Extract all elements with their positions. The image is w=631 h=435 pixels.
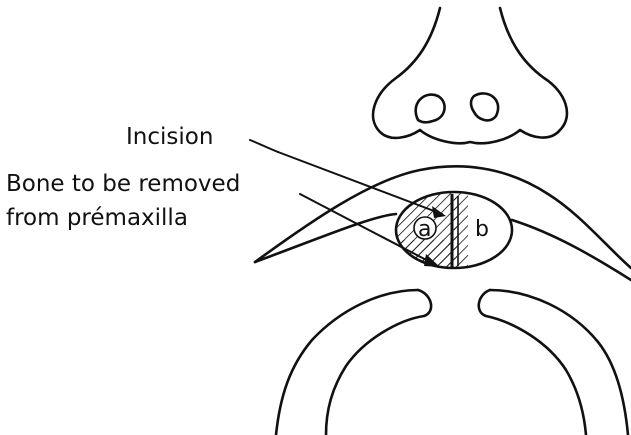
lower-right-contour bbox=[479, 290, 628, 435]
bone-label-line1: Bone to be removed bbox=[6, 171, 240, 197]
lower-left-contour bbox=[276, 290, 431, 435]
premaxilla bbox=[396, 190, 512, 270]
left-nostril bbox=[416, 95, 445, 123]
bone-label-line2: from prémaxilla bbox=[6, 205, 188, 231]
part-a-label: a bbox=[418, 217, 431, 242]
incision-label: Incision bbox=[126, 124, 213, 150]
nose-outline bbox=[373, 8, 567, 143]
part-b-label: b bbox=[475, 217, 489, 242]
right-nostril bbox=[471, 93, 498, 120]
